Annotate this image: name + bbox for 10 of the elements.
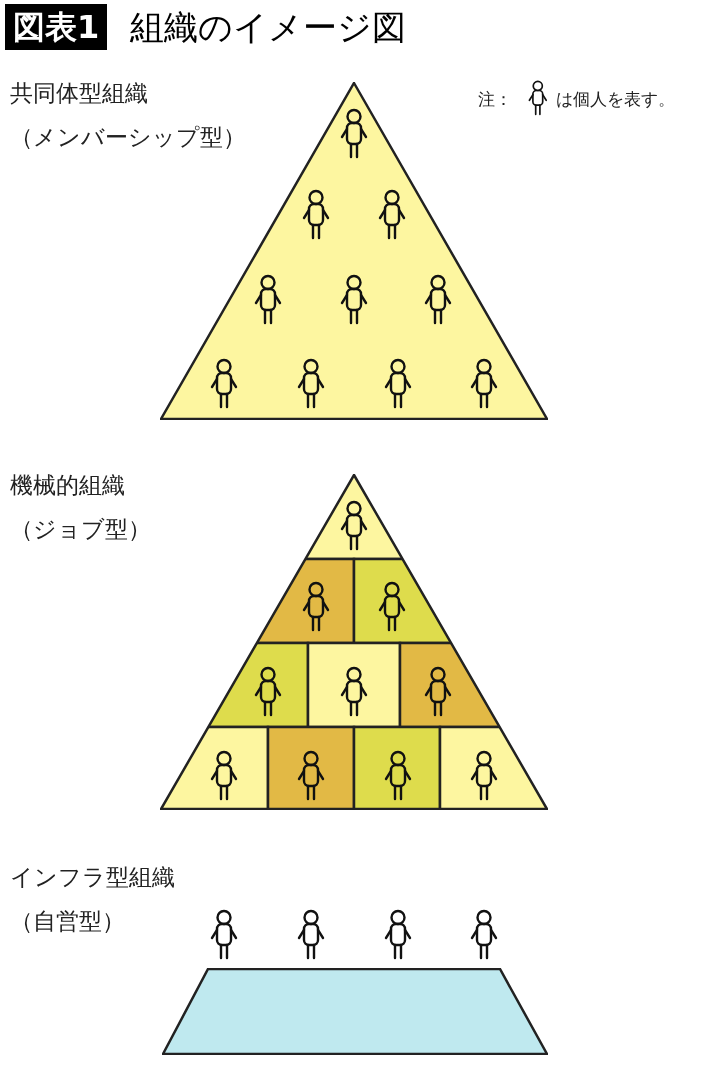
section-heading: （メンバーシップ型） <box>10 123 246 152</box>
section-heading: インフラ型組織 <box>10 863 175 892</box>
title: 組織のイメージ図 <box>130 6 406 49</box>
note-text: 注： <box>478 88 512 110</box>
section-heading: （自営型） <box>10 907 125 936</box>
section-heading: （ジョブ型） <box>10 515 151 544</box>
section-heading: 機械的組織 <box>10 471 125 500</box>
figure-number: 図表1 <box>5 4 108 50</box>
section-heading: 共同体型組織 <box>10 79 148 108</box>
note-text: は個人を表す。 <box>556 88 675 110</box>
